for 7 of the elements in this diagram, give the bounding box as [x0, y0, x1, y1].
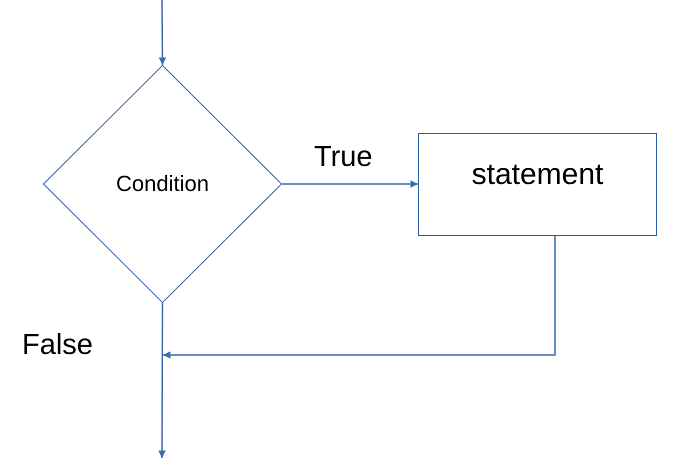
node-label: Condition [116, 171, 209, 197]
arrow [158, 303, 166, 458]
process-box [418, 133, 657, 236]
arrow [163, 236, 556, 359]
arrow [158, 0, 166, 65]
node-label: statement [472, 158, 604, 192]
arrow [282, 180, 418, 188]
